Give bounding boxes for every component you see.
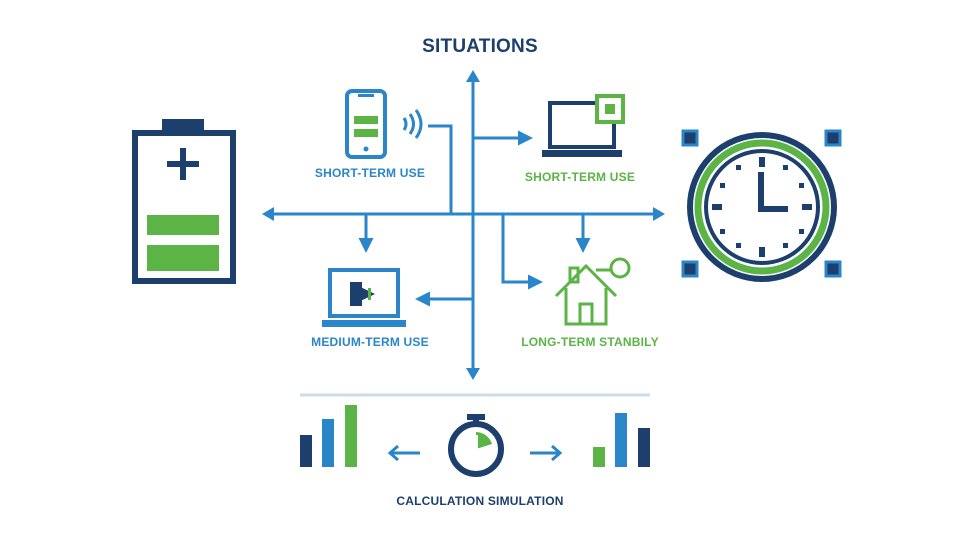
right-arrow-icon bbox=[530, 444, 563, 462]
signal-icon bbox=[402, 109, 423, 139]
settings-icon bbox=[595, 94, 625, 124]
bar-chart-left-icon bbox=[300, 405, 357, 467]
laptop-icon bbox=[542, 101, 622, 157]
video-laptop-icon bbox=[322, 268, 406, 327]
left-arrow-icon bbox=[387, 444, 420, 462]
connector-arrows bbox=[358, 124, 591, 307]
long-term-label: LONG-TERM STANBILY bbox=[521, 335, 659, 349]
horizontal-axis bbox=[262, 207, 665, 221]
short-term-phone-label: SHORT-TERM USE bbox=[314, 166, 426, 180]
diagram-title: SITUATIONS bbox=[422, 36, 538, 57]
calculation-simulation-label: CALCULATION SIMULATION bbox=[396, 494, 564, 508]
phone-icon bbox=[345, 89, 387, 159]
house-icon bbox=[554, 257, 631, 326]
medium-term-label: MEDIUM-TERM USE bbox=[311, 335, 429, 349]
short-term-laptop-label: SHORT-TERM USE bbox=[524, 170, 636, 184]
stopwatch-icon bbox=[448, 414, 504, 477]
vertical-axis bbox=[466, 70, 480, 380]
battery-icon bbox=[132, 119, 236, 284]
bar-chart-right-icon bbox=[593, 413, 650, 467]
clock-icon bbox=[681, 129, 842, 282]
